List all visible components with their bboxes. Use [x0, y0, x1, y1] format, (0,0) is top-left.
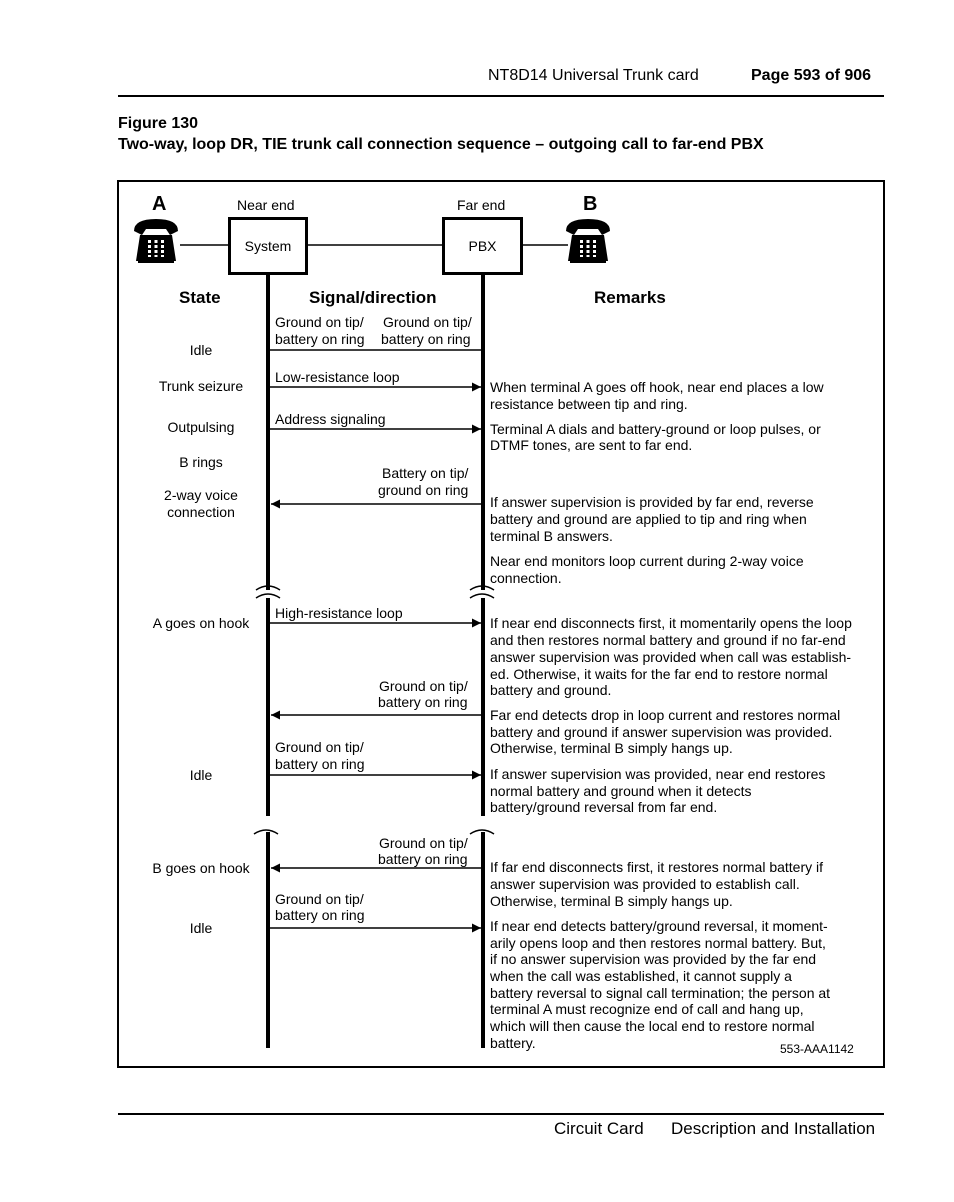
- column-signal-header: Signal/direction: [309, 288, 437, 307]
- remark: When terminal A goes off hook, near end …: [490, 379, 824, 395]
- remark: answer supervision was provided to estab…: [490, 876, 800, 892]
- remark: DTMF tones, are sent to far end.: [490, 437, 693, 453]
- signal-label: Ground on tip/: [383, 314, 472, 330]
- state-a-on-hook: A goes on hook: [152, 615, 250, 631]
- remark: battery reversal to signal call terminat…: [490, 985, 831, 1001]
- column-remarks-header: Remarks: [594, 288, 666, 307]
- remark: Otherwise, terminal B simply hangs up.: [490, 893, 733, 909]
- state-idle-3: Idle: [189, 920, 213, 936]
- remark: when the call was established, it cannot…: [490, 968, 792, 984]
- state-b-rings: B rings: [179, 454, 223, 470]
- signal-label: ground on ring: [378, 482, 469, 498]
- state-2way-voice-2: connection: [167, 504, 235, 520]
- remark: and then restores normal battery and gro…: [490, 632, 846, 648]
- remark: which will then cause the local end to r…: [490, 1018, 815, 1034]
- footer-rule: [118, 1113, 884, 1115]
- remark: If near end disconnects first, it moment…: [490, 615, 852, 631]
- state-idle: Idle: [189, 342, 213, 358]
- remark: Terminal A dials and battery-ground or l…: [490, 421, 821, 437]
- remark: normal battery and ground when it detect…: [490, 783, 752, 799]
- signal-label: Ground on tip/: [275, 739, 364, 755]
- signal-label: High-resistance loop: [275, 605, 403, 621]
- remark: arily opens loop and then restores norma…: [490, 935, 826, 951]
- near-end-label: Near end: [237, 197, 295, 213]
- remark: resistance between tip and ring.: [490, 396, 688, 412]
- signal-label: Low-resistance loop: [275, 369, 400, 385]
- figure-label: Figure 130: [118, 115, 199, 132]
- remark: Near end monitors loop current during 2-…: [490, 553, 804, 569]
- signal-label: Ground on tip/: [379, 835, 468, 851]
- header-title: NT8D14 Universal Trunk card: [488, 67, 699, 84]
- remark: battery and ground are applied to tip an…: [490, 511, 807, 527]
- remark: If far end disconnects first, it restore…: [490, 859, 824, 875]
- remark: If near end detects battery/ground rever…: [490, 918, 828, 934]
- remark: answer supervision was provided when cal…: [490, 649, 852, 665]
- remark: terminal A must recognize end of call an…: [490, 1001, 804, 1017]
- remark: Far end detects drop in loop current and…: [490, 707, 841, 723]
- signal-label: battery on ring: [381, 331, 471, 347]
- signal-label: battery on ring: [275, 331, 365, 347]
- remark: battery and ground.: [490, 682, 612, 698]
- remark: battery/ground reversal from far end.: [490, 799, 718, 815]
- signal-label: Ground on tip/: [275, 891, 364, 907]
- page-number: Page 593 of 906: [751, 67, 872, 84]
- state-trunk-seizure: Trunk seizure: [158, 378, 244, 394]
- remark: battery and ground if answer supervision…: [490, 724, 833, 740]
- footer-right: Description and Installation: [671, 1119, 876, 1138]
- signal-label: battery on ring: [378, 694, 468, 710]
- remark: Otherwise, terminal B simply hangs up.: [490, 740, 733, 756]
- system-box: System: [228, 217, 308, 275]
- remark: battery.: [490, 1035, 536, 1051]
- signal-label: battery on ring: [378, 851, 468, 867]
- signal-label: battery on ring: [275, 907, 365, 923]
- column-state-header: State: [179, 288, 221, 307]
- remark: connection.: [490, 570, 562, 586]
- signal-label: Ground on tip/: [379, 678, 468, 694]
- terminal-a-label: A: [152, 193, 167, 215]
- diagram-frame: [117, 180, 885, 1068]
- signal-label: Address signaling: [275, 411, 386, 427]
- pbx-box: PBX: [442, 217, 523, 275]
- state-idle-2: Idle: [189, 767, 213, 783]
- remark: If answer supervision is provided by far…: [490, 494, 814, 510]
- remark: ed. Otherwise, it waits for the far end …: [490, 666, 828, 682]
- figure-reference-code: 553-AAA1142: [780, 1042, 854, 1056]
- signal-label: Ground on tip/: [275, 314, 364, 330]
- state-b-on-hook: B goes on hook: [152, 860, 250, 876]
- signal-label: battery on ring: [275, 756, 365, 772]
- remark: terminal B answers.: [490, 528, 613, 544]
- footer-left: Circuit Card: [554, 1119, 644, 1138]
- state-outpulsing: Outpulsing: [167, 419, 235, 435]
- header-rule: [118, 95, 884, 97]
- remark: If answer supervision was provided, near…: [490, 766, 826, 782]
- telephone-b-icon: [566, 219, 610, 263]
- signal-label: Battery on tip/: [382, 465, 469, 481]
- remark: if no answer supervision was provided by…: [490, 951, 817, 967]
- figure-caption: Two-way, loop DR, TIE trunk call connect…: [118, 136, 764, 153]
- terminal-b-label: B: [583, 193, 598, 215]
- far-end-label: Far end: [457, 197, 506, 213]
- state-2way-voice: 2-way voice: [164, 487, 238, 503]
- telephone-a-icon: [134, 219, 178, 263]
